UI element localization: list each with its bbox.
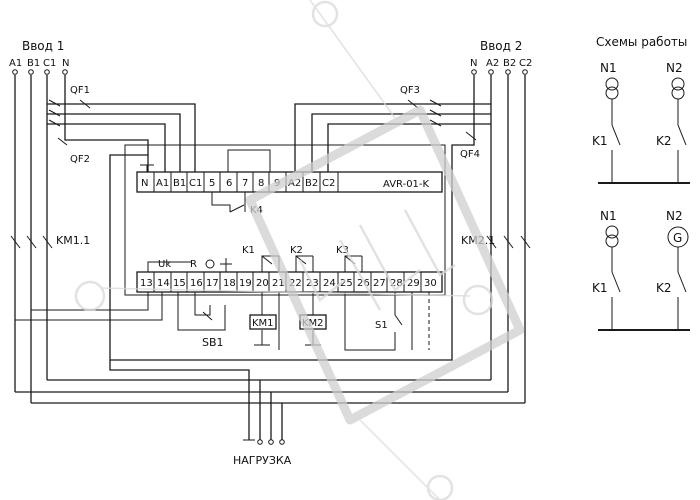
phase-n1: N: [62, 58, 69, 69]
r-adjust-icon: [205, 259, 215, 269]
qf4-label: QF4: [460, 149, 480, 160]
top-term-a2: A2: [288, 178, 301, 189]
bot-term-26: 26: [357, 278, 370, 289]
phase-c1: C1: [43, 58, 56, 69]
watermark-logo: [74, 0, 525, 500]
qf2-breaker: QF2: [57, 120, 149, 172]
relay-k3: K3: [336, 245, 363, 272]
bot-term-24: 24: [323, 278, 336, 289]
scheme1-k2-label: K2: [656, 134, 672, 148]
top-term-5: 5: [209, 178, 215, 189]
qf1-breaker: QF1: [48, 85, 91, 127]
k1-relay-label: K1: [242, 245, 255, 256]
km2-coil-label: KM2: [302, 318, 324, 329]
load-bus: [15, 360, 525, 445]
relay-k2: K2: [290, 245, 314, 272]
scheme1-n2-label: N2: [666, 61, 683, 75]
input2-terminals: [471, 69, 528, 75]
r-label: R: [190, 259, 197, 270]
k2-relay-label: K2: [290, 245, 303, 256]
scheme2-k2-label: K2: [656, 281, 672, 295]
bot-term-29: 29: [407, 278, 420, 289]
schemes-title: Схемы работы: [596, 35, 687, 49]
scheme-2: N1 N2 G K1 K2: [592, 209, 690, 331]
phase-b1: B1: [27, 58, 40, 69]
km1-coil-label: KM1: [252, 318, 274, 329]
bot-term-30: 30: [424, 278, 437, 289]
bot-term-13: 13: [140, 278, 153, 289]
bot-term-25: 25: [340, 278, 353, 289]
input2-label: Ввод 2: [480, 39, 522, 53]
transformer-icon: [605, 77, 619, 91]
top-term-7: 7: [242, 178, 248, 189]
phase-n2: N: [470, 58, 477, 69]
bot-term-22: 22: [289, 278, 302, 289]
input1-terminals: [12, 69, 68, 75]
bot-term-14: 14: [157, 278, 170, 289]
load-label: НАГРУЗКА: [233, 454, 292, 467]
qf3-label: QF3: [400, 85, 420, 96]
km21-contacts: KM2.1: [461, 234, 531, 249]
bot-term-15: 15: [173, 278, 186, 289]
bot-term-19: 19: [239, 278, 252, 289]
generator-symbol: G: [673, 231, 682, 245]
phase-a2: A2: [486, 58, 499, 69]
top-terminal-strip: N A1 B1 C1 5 6 7 8 9 A2 B2 C2: [141, 172, 339, 192]
qf1-wires: [47, 103, 196, 172]
bot-term-28: 28: [390, 278, 403, 289]
uk-r-area: Uk R: [147, 258, 232, 272]
top-term-a1: A1: [156, 178, 169, 189]
km11-contacts: KM1.1: [10, 234, 90, 249]
scheme2-k1-label: K1: [592, 281, 608, 295]
avr-model-label: AVR-01-K: [383, 179, 430, 190]
transformer-icon: [671, 77, 685, 91]
top-term-b2: B2: [305, 178, 318, 189]
top-term-n: N: [141, 178, 148, 189]
input1-label: Ввод 1: [22, 39, 64, 53]
bot-term-20: 20: [256, 278, 269, 289]
transformer-icon: [605, 225, 619, 239]
top-term-b1: B1: [173, 178, 186, 189]
phase-b2: B2: [503, 58, 516, 69]
bot-term-27: 27: [373, 278, 386, 289]
sb1-label: SB1: [202, 336, 224, 349]
top-term-c1: C1: [189, 178, 202, 189]
scheme1-k1-label: K1: [592, 134, 608, 148]
qf1-label: QF1: [70, 85, 90, 96]
bottom-wires: [15, 292, 430, 351]
phase-a1: A1: [9, 58, 22, 69]
qf4-breaker: QF4: [109, 120, 480, 361]
bot-term-21: 21: [272, 278, 285, 289]
km1-coil: [249, 314, 277, 330]
scheme-1: N1 N2 K1 K2: [592, 61, 690, 184]
scheme1-n1-label: N1: [600, 61, 617, 75]
top-term-6: 6: [226, 178, 232, 189]
uk-label: Uk: [158, 259, 171, 270]
bot-term-17: 17: [206, 278, 219, 289]
k3-relay-label: K3: [336, 245, 349, 256]
bot-term-16: 16: [190, 278, 203, 289]
km11-label: KM1.1: [56, 234, 90, 247]
scheme2-n2-label: N2: [666, 209, 683, 223]
top-term-8: 8: [258, 178, 264, 189]
qf2-label: QF2: [70, 154, 90, 165]
scheme2-n1-label: N1: [600, 209, 617, 223]
bot-term-18: 18: [223, 278, 236, 289]
n-terminal-top: [140, 164, 154, 172]
input1-phase-lines: [14, 75, 66, 403]
phase-c2: C2: [519, 58, 532, 69]
s1-label: S1: [375, 320, 388, 331]
top-term-c2: C2: [322, 178, 335, 189]
